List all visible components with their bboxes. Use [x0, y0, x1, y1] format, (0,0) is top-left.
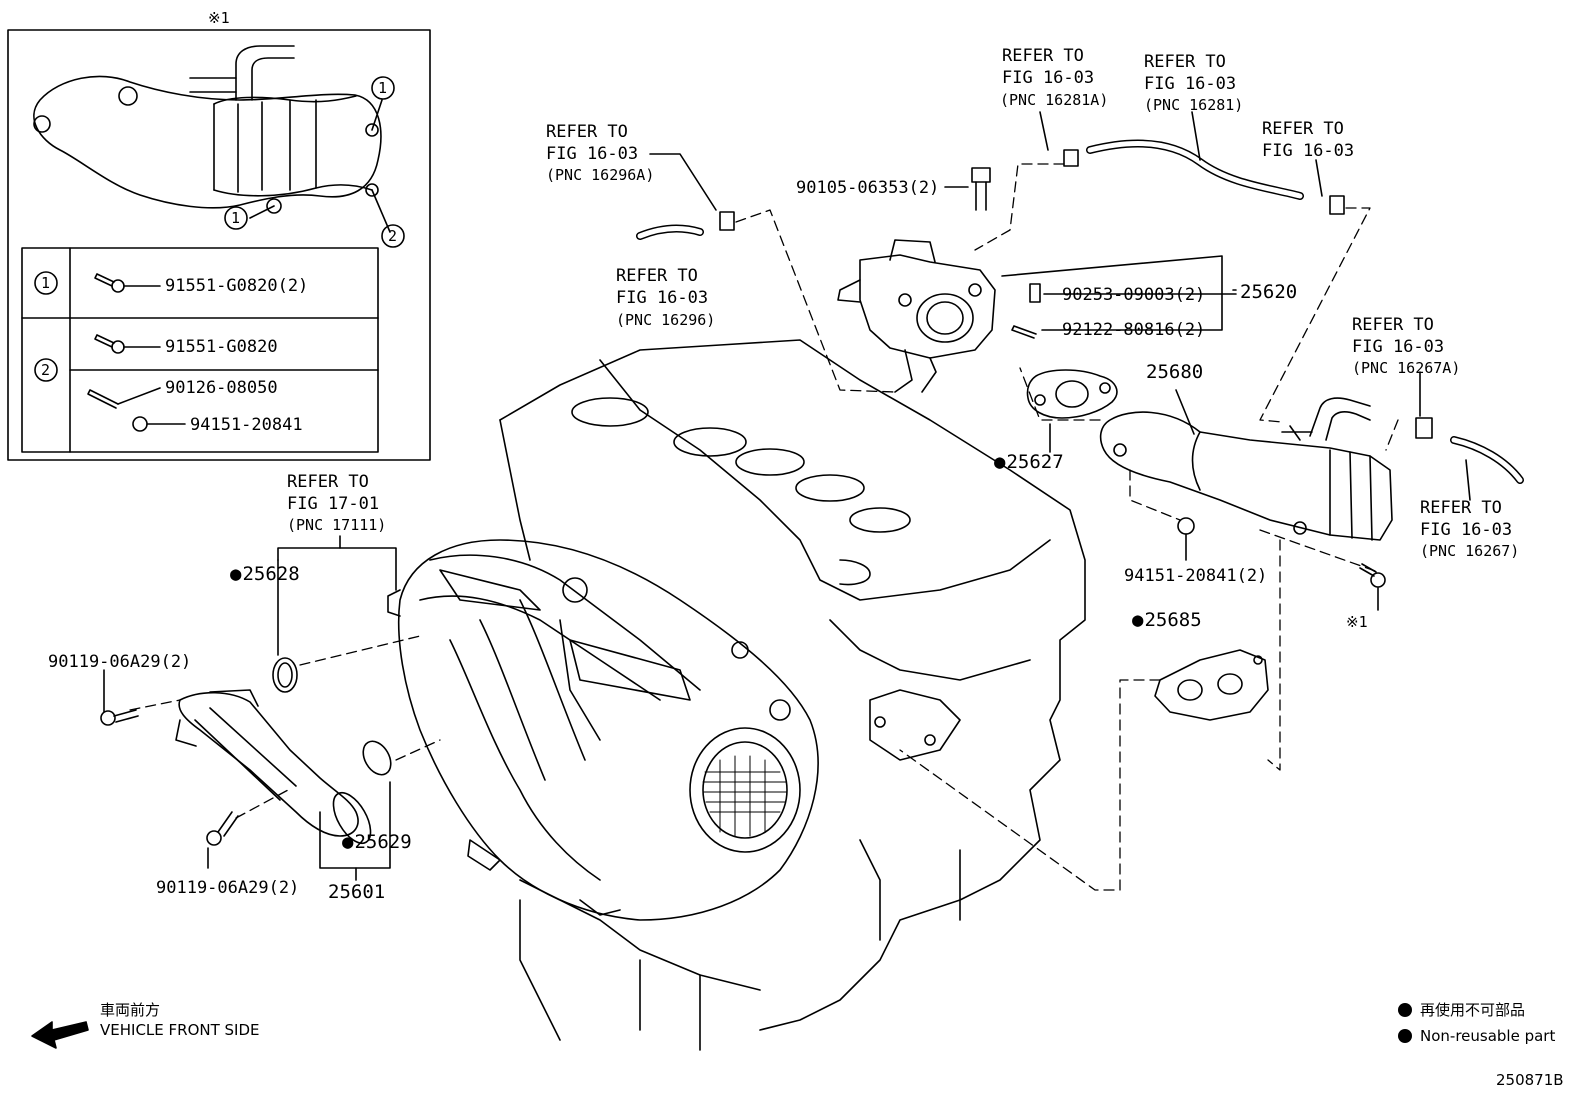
part-94151-20841-inset: 94151-20841 [190, 415, 303, 435]
bolt-mark1 [1359, 563, 1386, 588]
inset-callout-2-label: 2 [388, 227, 398, 245]
legend-dot-icon [1398, 1003, 1412, 1017]
label-90105: 90105-06353(2) [796, 178, 940, 198]
part-91551-g0820-x2: 91551-G0820(2) [165, 276, 309, 296]
nut-icon [132, 416, 186, 432]
stud-92122 [1011, 325, 1037, 339]
engine-block [499, 339, 1086, 1051]
inset-callout-1b [224, 206, 248, 230]
part-90126-08050: 90126-08050 [165, 378, 278, 398]
inset-egr-pipe [33, 45, 391, 233]
clamp [719, 211, 735, 231]
inset-frame [7, 29, 431, 461]
label-25601: 25601 [328, 881, 386, 903]
front-jp: 車両前方 [100, 1001, 161, 1019]
clamp [1329, 195, 1345, 215]
egr-valve [837, 239, 996, 393]
figure-code: 250871B [1496, 1071, 1564, 1089]
label-25620: 25620 [1240, 281, 1298, 303]
inset-table [21, 247, 379, 453]
clamp [1063, 149, 1079, 167]
label-90119-a: 90119-06A29(2) [48, 652, 192, 672]
o-ring-25629 [362, 740, 392, 776]
table-key-2 [34, 358, 58, 382]
front-en: VEHICLE FRONT SIDE [100, 1021, 260, 1039]
legend-dot-icon [1398, 1029, 1412, 1043]
inset-callout-1a [371, 76, 395, 100]
table-key-1-label: 1 [41, 274, 51, 292]
label-92122: 92122-80816(2) [1062, 320, 1206, 340]
bolt-icon [94, 334, 161, 354]
part-90253 [1029, 283, 1041, 303]
table-key-2-label: 2 [41, 361, 51, 379]
stud-icon [87, 387, 161, 409]
label-90119-b: 90119-06A29(2) [156, 878, 300, 898]
label-90253: 90253-09003(2) [1062, 285, 1206, 305]
inset-callout-1b-label: 1 [231, 209, 241, 227]
bolt-90105 [971, 167, 991, 211]
hose-16267 [1450, 436, 1524, 484]
legend-en: Non-reusable part [1420, 1027, 1556, 1045]
label-mark1: ※1 [1346, 613, 1368, 631]
o-ring-25628 [272, 657, 298, 693]
inset-callout-2 [381, 224, 405, 248]
inset-mark: ※1 [208, 9, 230, 27]
front-arrow-icon [31, 1021, 89, 1049]
label-94151-x2: 94151-20841(2) [1124, 566, 1268, 586]
bolt-90119a [100, 709, 139, 726]
table-key-1 [34, 271, 58, 295]
bolt-90119b [206, 811, 239, 846]
label-25627: 25627 [994, 452, 1063, 472]
label-25685: 25685 [1132, 610, 1201, 630]
legend-jp: 再使用不可部品 [1420, 1001, 1526, 1019]
inset-callout-1a-label: 1 [378, 79, 388, 97]
intake-manifold [387, 539, 819, 921]
label-25628: 25628 [230, 564, 299, 584]
part-91551-g0820: 91551-G0820 [165, 337, 278, 357]
water-pipe-25601 [175, 689, 372, 845]
gasket-25627 [1026, 369, 1118, 419]
gasket-25685 [1154, 649, 1269, 721]
label-25680: 25680 [1146, 361, 1204, 383]
label-25629: 25629 [342, 832, 411, 852]
assembly-guides [129, 163, 1399, 891]
clamp [1415, 417, 1433, 439]
egr-cooler-25680 [1099, 397, 1393, 541]
bolt-icon [94, 273, 161, 293]
